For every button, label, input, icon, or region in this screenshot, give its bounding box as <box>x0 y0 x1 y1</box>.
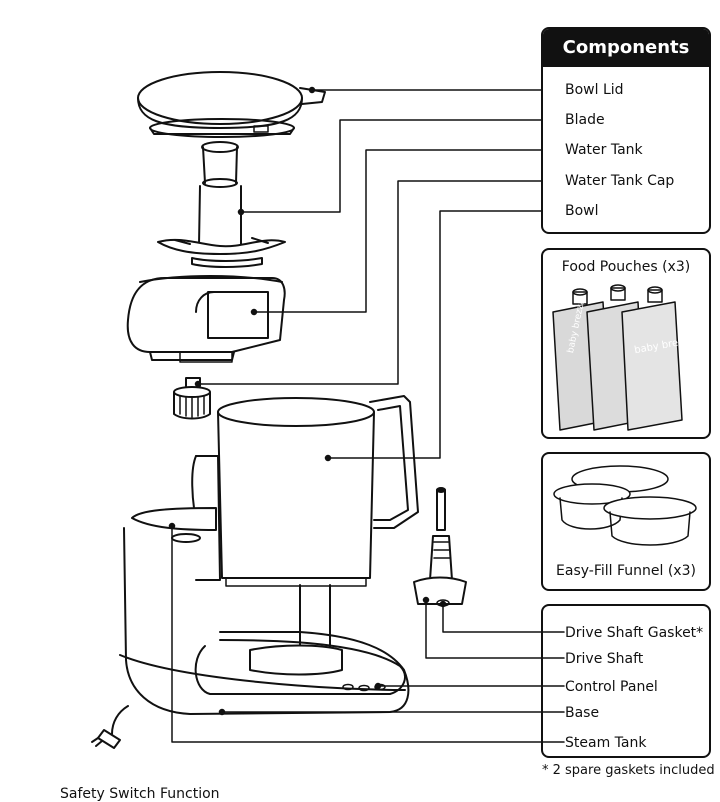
bowl-lid-illustration <box>138 72 325 137</box>
label-blade: Blade <box>565 112 605 128</box>
label-water-tank: Water Tank <box>565 142 643 158</box>
components-title: Components <box>543 29 709 67</box>
label-water-tank-cap: Water Tank Cap <box>565 173 674 189</box>
water-tank-illustration <box>128 276 285 362</box>
bowl-illustration <box>218 396 418 586</box>
label-steam-tank: Steam Tank <box>565 735 646 751</box>
label-bowl: Bowl <box>565 203 599 219</box>
label-base: Base <box>565 705 599 721</box>
funnel-box: Easy-Fill Funnel (x3) <box>541 452 711 591</box>
blade-illustration <box>158 142 285 267</box>
spare-gasket-footnote: * 2 spare gaskets included <box>542 763 715 778</box>
safety-switch-heading: Safety Switch Function <box>60 786 220 802</box>
label-drive-shaft-gasket: Drive Shaft Gasket* <box>565 625 703 641</box>
label-drive-shaft: Drive Shaft <box>565 651 643 667</box>
label-control-panel: Control Panel <box>565 679 658 695</box>
drive-shaft-illustration <box>414 488 466 606</box>
power-cord-illustration <box>92 706 128 748</box>
food-pouches-caption: Food Pouches (x3) <box>543 259 709 275</box>
funnel-caption: Easy-Fill Funnel (x3) <box>543 563 709 579</box>
label-bowl-lid: Bowl Lid <box>565 82 624 98</box>
base-illustration <box>120 456 408 714</box>
